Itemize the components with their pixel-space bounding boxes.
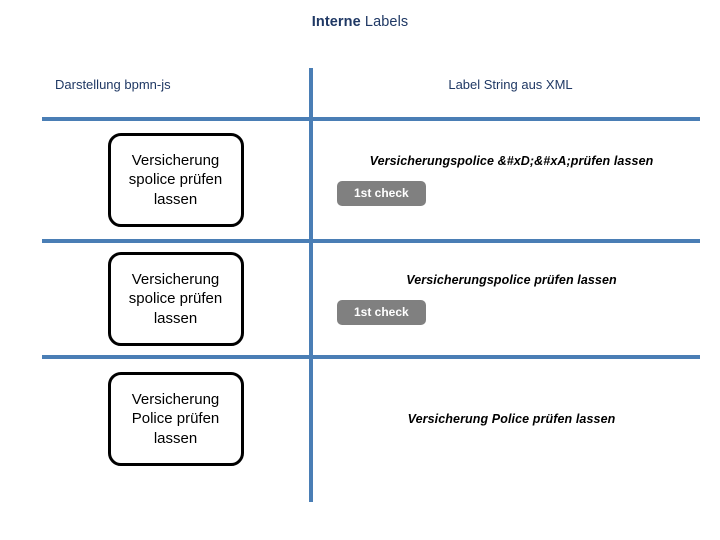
xml-label-text: Versicherung Police prüfen lassen <box>407 412 616 426</box>
horizontal-divider-3 <box>42 355 700 359</box>
bpmn-task-shape[interactable]: Versicherung spolice prüfen lassen <box>107 252 244 346</box>
status-badge: 1st check <box>337 300 426 325</box>
bpmn-task-label: Versicherung spolice prüfen lassen <box>128 152 223 208</box>
table-row: Versicherung spolice prüfen lassen Versi… <box>0 243 720 355</box>
column-header-left: Darstellung bpmn-js <box>55 77 171 92</box>
xml-label-text: Versicherungspolice &#xD;&#xA;prüfen las… <box>369 154 654 168</box>
horizontal-divider-1 <box>42 117 700 121</box>
xml-label-text: Versicherungspolice prüfen lassen <box>406 273 617 287</box>
bpmn-cell: Versicherung Police prüfen lassen <box>42 359 309 479</box>
bpmn-task-shape[interactable]: Versicherung spolice prüfen lassen <box>107 133 244 227</box>
page-title: Interne Labels <box>0 14 720 30</box>
xml-label-cell: Versicherungspolice &#xD;&#xA;prüfen las… <box>313 121 710 239</box>
table-row: Versicherung spolice prüfen lassen Versi… <box>0 121 720 239</box>
bpmn-cell: Versicherung spolice prüfen lassen <box>42 121 309 239</box>
bpmn-task-shape[interactable]: Versicherung Police prüfen lassen <box>107 372 244 466</box>
xml-label-cell: Versicherungspolice prüfen lassen 1st ch… <box>313 243 710 355</box>
bpmn-task-label: Versicherung Police prüfen lassen <box>131 391 220 447</box>
vertical-divider <box>309 68 313 502</box>
bpmn-task-label: Versicherung spolice prüfen lassen <box>128 271 223 327</box>
status-badge: 1st check <box>337 181 426 206</box>
column-header-right: Label String aus XML <box>448 77 573 92</box>
horizontal-divider-2 <box>42 239 700 243</box>
xml-label-cell: Versicherung Police prüfen lassen <box>313 359 710 479</box>
page-title-normal: Labels <box>360 14 409 30</box>
page-title-strong: Interne <box>311 14 361 30</box>
table-row: Versicherung Police prüfen lassen Versic… <box>0 359 720 479</box>
bpmn-cell: Versicherung spolice prüfen lassen <box>42 243 309 355</box>
